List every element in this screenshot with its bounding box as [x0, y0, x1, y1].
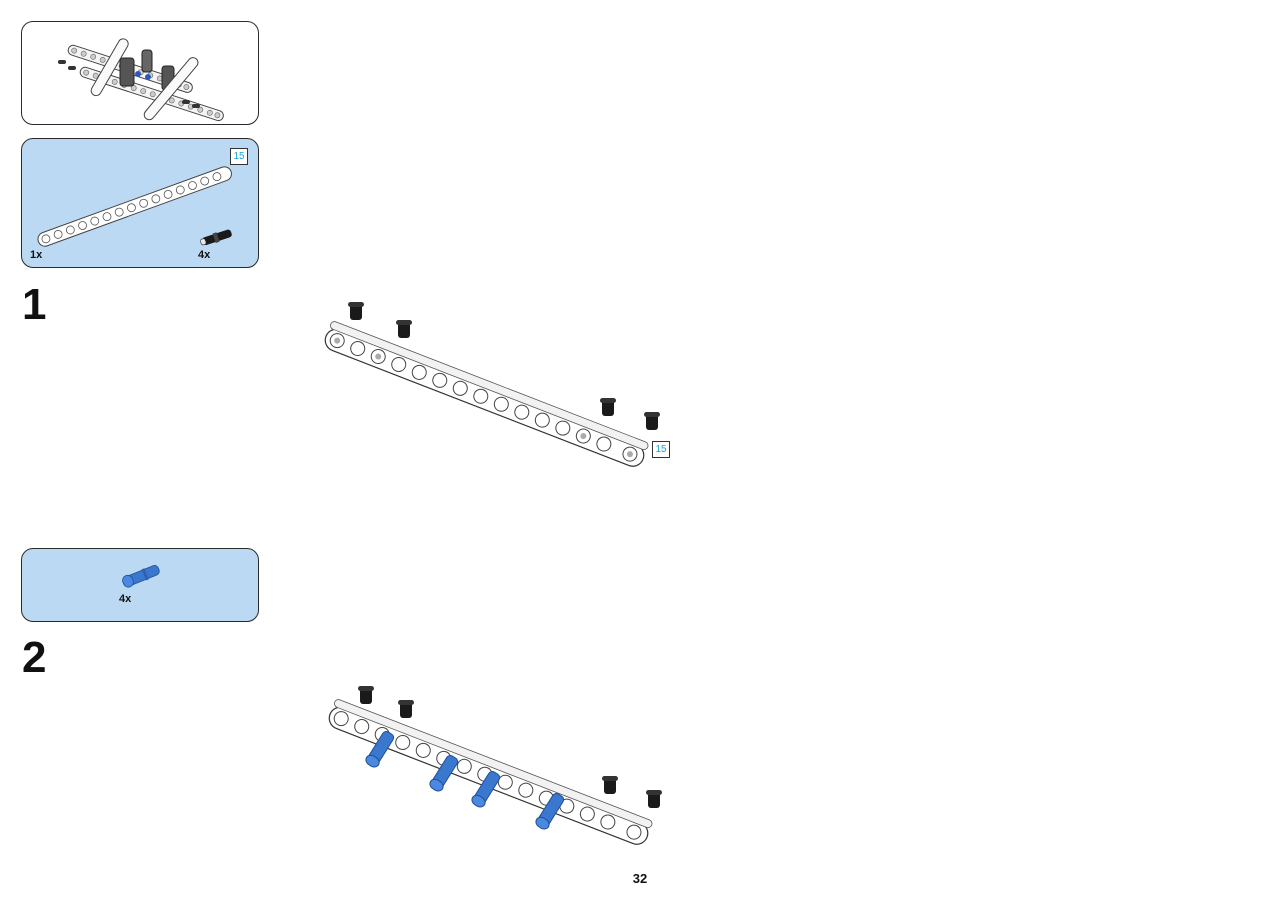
step-2-assembly-illustration [328, 686, 662, 845]
blue-pin-quantity: 4x [119, 593, 132, 605]
beam-length-badge: 15 [230, 148, 248, 165]
step-2-number: 2 [22, 633, 47, 682]
black-pin-part-illustration [200, 229, 232, 246]
black-pins-top [358, 686, 662, 808]
beam-quantity: 1x [30, 249, 43, 261]
black-pins-top [348, 302, 660, 430]
subassembly-callout [21, 21, 259, 125]
beam-15-part-illustration [37, 166, 232, 247]
page-number: 32 [632, 871, 648, 886]
step-1-beam-length-badge: 15 [652, 441, 670, 458]
step-1-number: 1 [22, 280, 47, 329]
blue-pin-part-illustration [122, 565, 160, 588]
subassembly-preview-illustration [58, 38, 224, 122]
blue-pins-inserted [365, 730, 565, 830]
parts-list-step-2: 4x [21, 548, 259, 622]
black-pin-quantity: 4x [198, 249, 211, 261]
parts-list-step-1: 15 1x 4x [21, 138, 259, 268]
step-1-assembly-illustration [324, 302, 660, 467]
